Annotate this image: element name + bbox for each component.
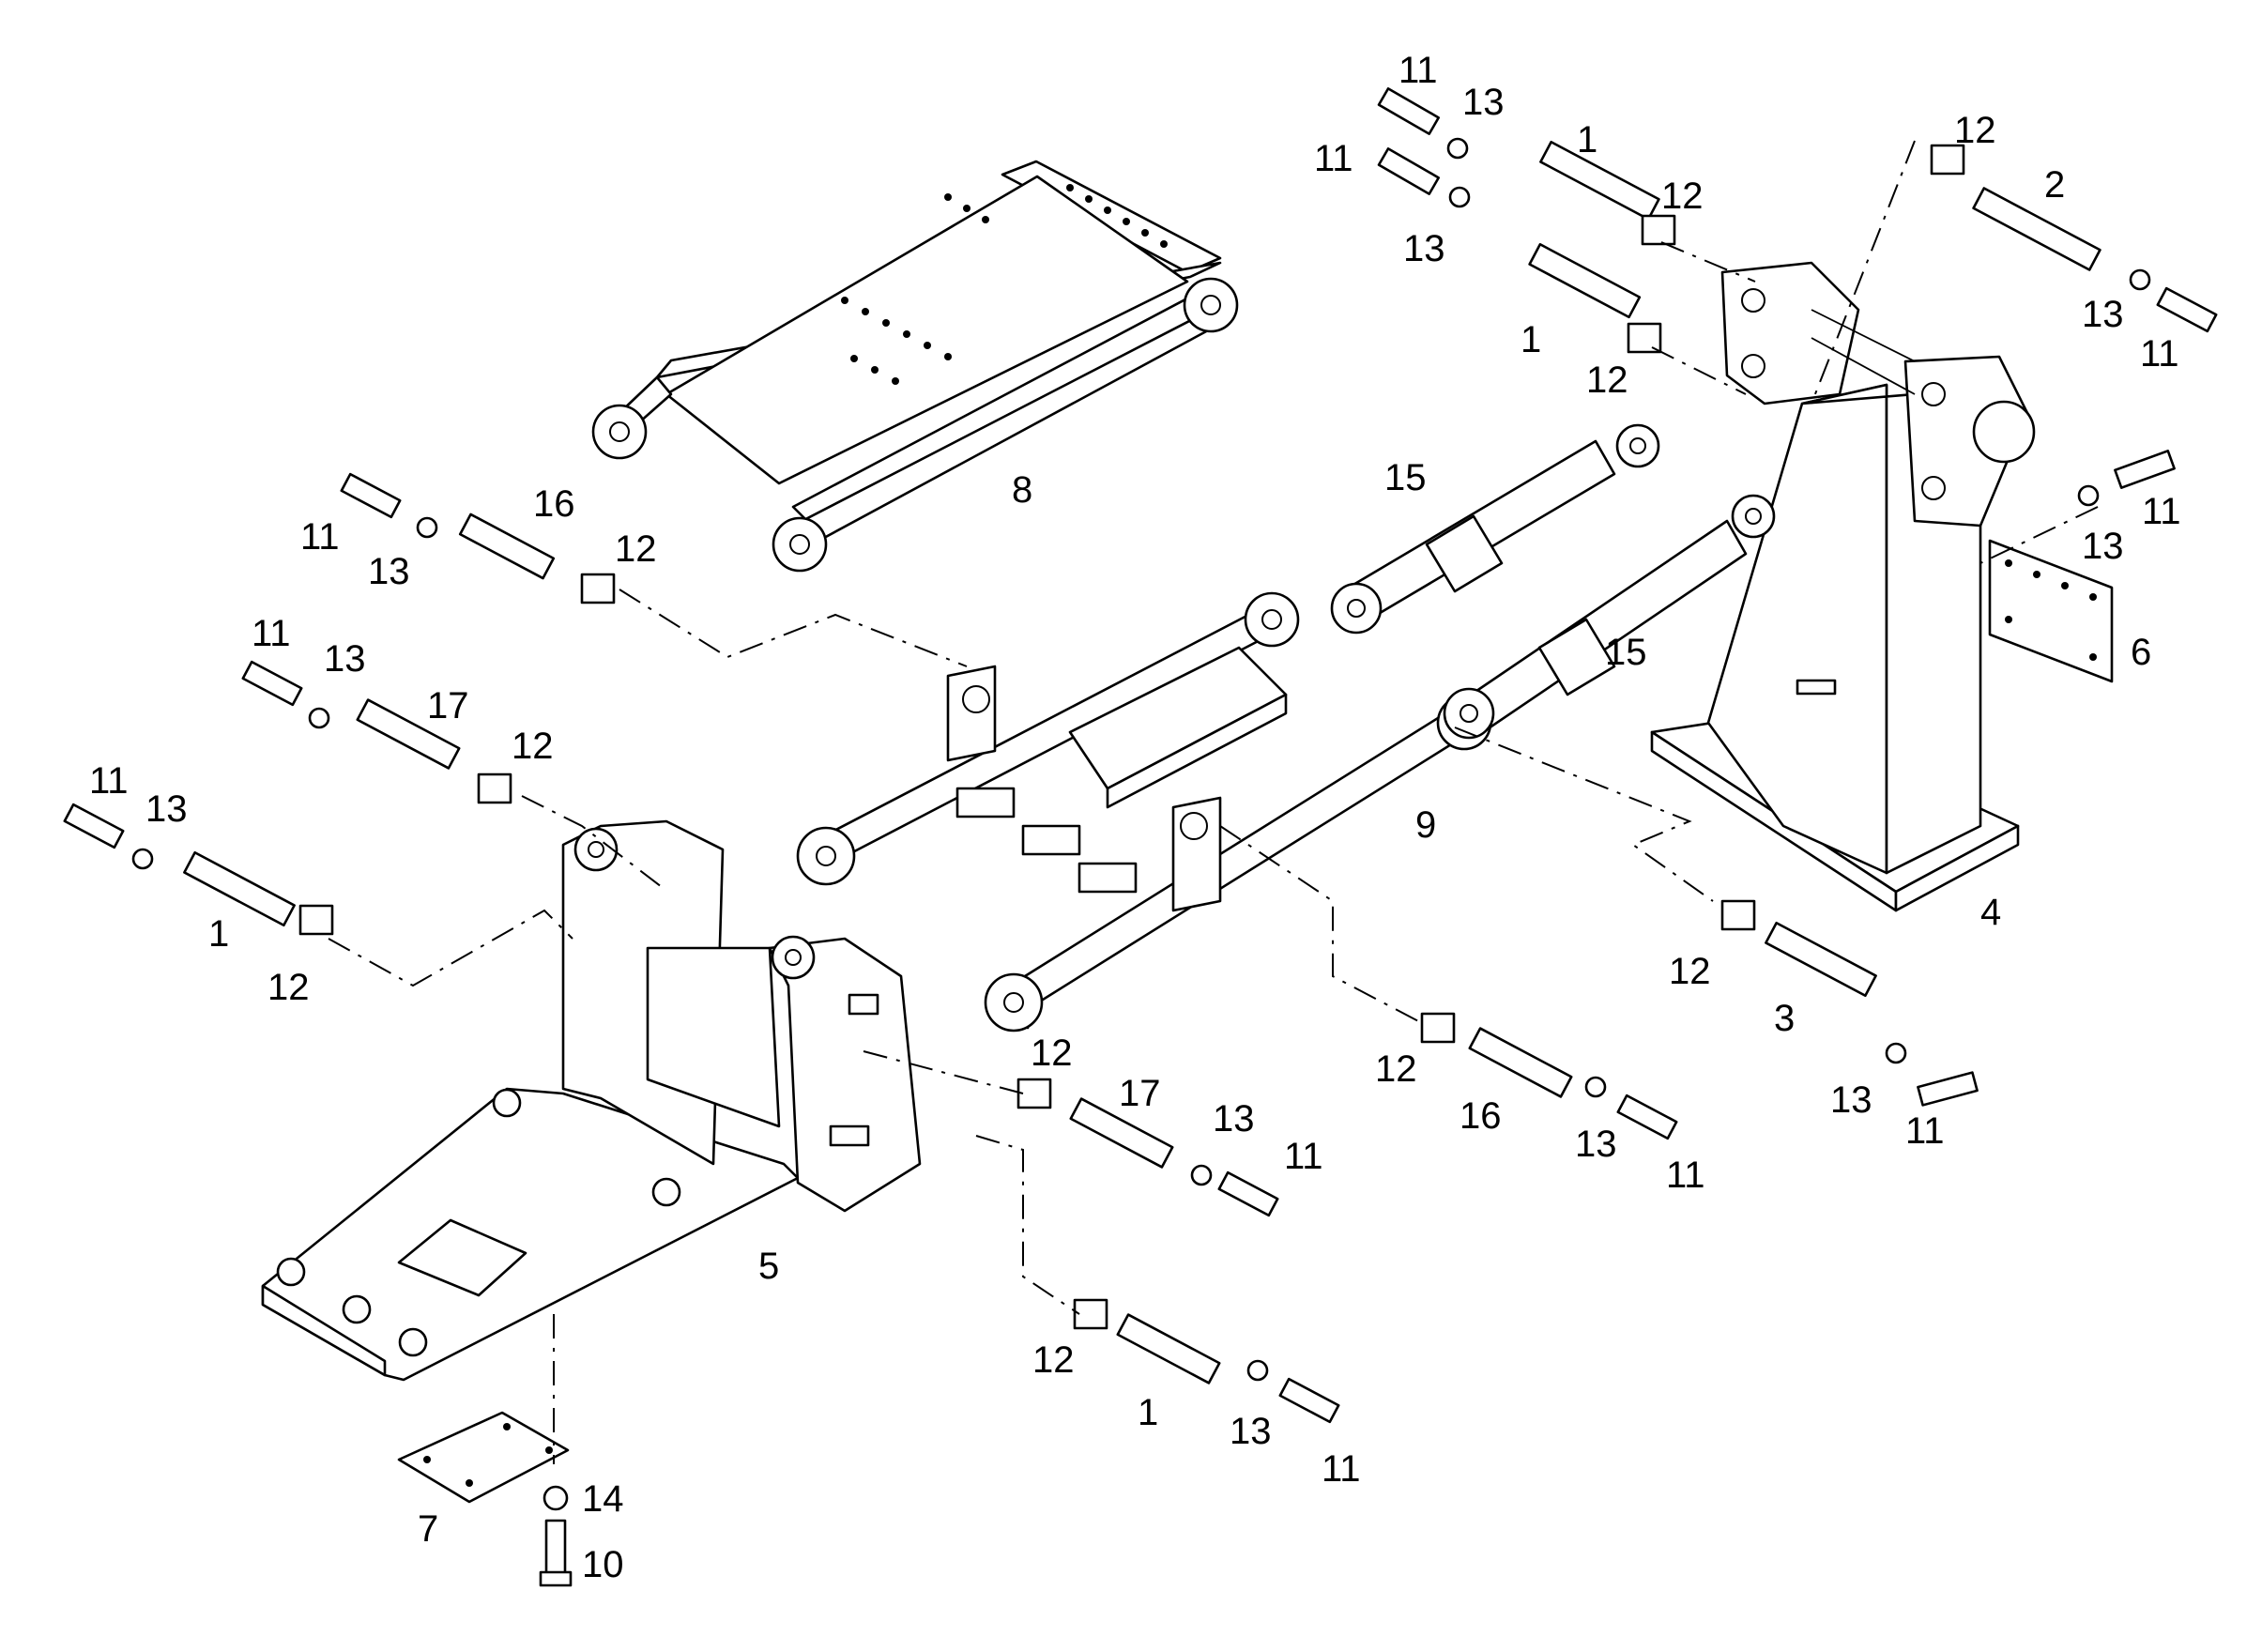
callout-label: 12	[267, 967, 310, 1008]
callout-label: 7	[418, 1508, 438, 1550]
callout-label: 11	[1284, 1136, 1323, 1177]
callout-label: 17	[1119, 1073, 1161, 1114]
callout-label: 13	[1213, 1098, 1255, 1140]
callout-label: 11	[1398, 50, 1438, 91]
callout-label: 13	[1575, 1124, 1617, 1165]
callout-label: 11	[1905, 1110, 1945, 1152]
part-5-base-frame	[261, 819, 922, 1382]
part-8-platform	[591, 160, 1239, 573]
callout-label: 2	[2044, 164, 2065, 206]
callout-label: 17	[427, 685, 469, 727]
callout-label: 11	[89, 760, 129, 802]
callout-label: 11	[1322, 1448, 1361, 1490]
callout-label: 12	[1669, 951, 1711, 992]
callout-label: 15	[1605, 632, 1647, 673]
callout-label: 12	[1586, 359, 1628, 401]
callout-label: 13	[1830, 1079, 1872, 1121]
part-6-side-plate	[1988, 539, 2114, 683]
callout-label: 1	[1138, 1392, 1158, 1433]
callout-label: 12	[1032, 1339, 1075, 1381]
callout-label: 13	[2082, 526, 2124, 567]
callout-label: 11	[300, 516, 340, 558]
part-15-cylinder-upper	[1330, 423, 1660, 635]
callout-label: 12	[1954, 110, 1996, 151]
part-9-swing-frame	[796, 591, 1492, 1032]
callout-label: 12	[615, 528, 657, 570]
part-15-cylinder-lower	[1443, 494, 1776, 740]
leader-lines	[328, 140, 2099, 1464]
pins-and-fasteners	[63, 87, 2218, 1587]
callout-label: 10	[582, 1544, 624, 1585]
callout-label: 13	[1403, 228, 1445, 269]
callout-label: 6	[2131, 632, 2151, 673]
callout-labels: 11 13 11 13 1 12 1 12 12 2 13 11 11 13 6…	[89, 50, 2181, 1585]
callout-label: 12	[1375, 1048, 1417, 1090]
callout-label: 16	[533, 483, 575, 525]
callout-label: 13	[1230, 1411, 1272, 1452]
callout-label: 15	[1384, 457, 1427, 498]
callout-label: 13	[368, 551, 410, 592]
callout-label: 11	[2142, 491, 2181, 532]
callout-label: 13	[1462, 82, 1505, 123]
callout-label: 1	[1521, 319, 1541, 360]
callout-label: 12	[512, 726, 554, 767]
callout-label: 1	[1577, 119, 1597, 161]
callout-label: 11	[252, 613, 291, 654]
callout-label: 9	[1415, 804, 1436, 846]
callout-label: 12	[1031, 1032, 1073, 1074]
callout-label: 13	[2082, 294, 2124, 335]
callout-label: 12	[1661, 176, 1704, 217]
part-7-cover-plate	[397, 1411, 570, 1504]
part-4-tower-bracket	[1650, 261, 2036, 912]
callout-label: 8	[1012, 469, 1032, 511]
callout-label: 14	[582, 1478, 624, 1520]
callout-label: 4	[1980, 892, 2001, 933]
callout-label: 5	[758, 1246, 779, 1287]
callout-label: 16	[1460, 1095, 1502, 1137]
callout-label: 1	[208, 913, 229, 955]
callout-label: 3	[1774, 998, 1795, 1039]
callout-label: 11	[2140, 333, 2179, 375]
callout-label: 13	[145, 788, 188, 830]
callout-label: 11	[1666, 1155, 1705, 1196]
callout-label: 13	[324, 638, 366, 680]
callout-label: 11	[1314, 138, 1353, 179]
